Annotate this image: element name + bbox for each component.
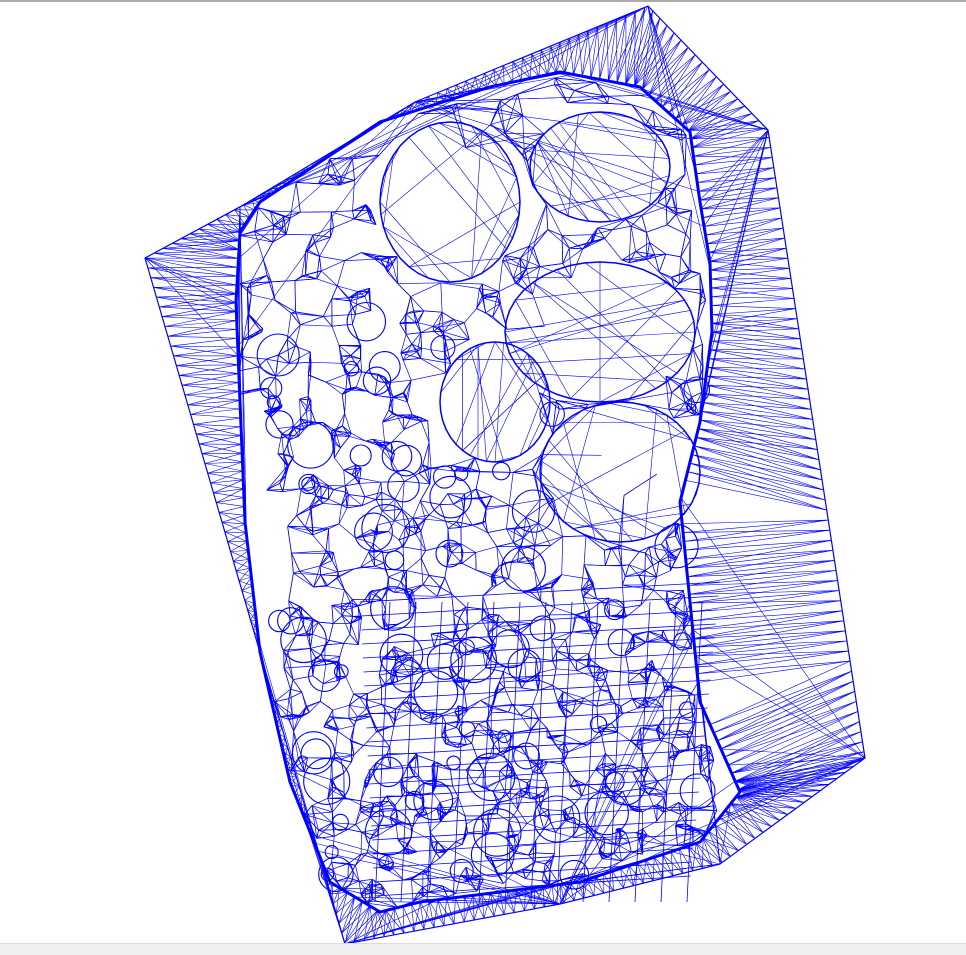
status-bar [0, 943, 966, 955]
mesh-lines [145, 6, 865, 943]
